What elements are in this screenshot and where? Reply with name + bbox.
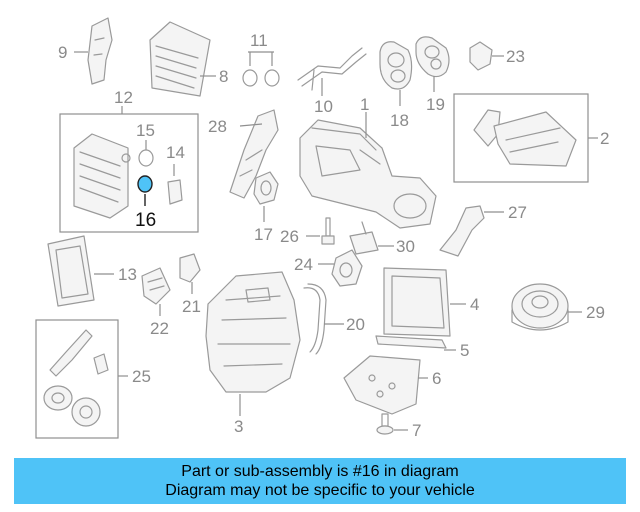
- callout-19: 19: [426, 95, 445, 114]
- part-30-clip: 30: [349, 221, 415, 256]
- part-19-gasket: 19: [415, 36, 450, 114]
- part-6-tray: 6: [343, 355, 441, 415]
- callout-3: 3: [234, 417, 243, 436]
- callout-18: 18: [390, 111, 409, 130]
- part-13-frame: 13: [47, 235, 137, 307]
- part-7-clip: 7: [376, 413, 421, 440]
- callout-11: 11: [250, 31, 268, 50]
- part-5-seal: 5: [375, 335, 469, 360]
- part-9-bracket: 9: [58, 17, 113, 85]
- part-1-housing: 1: [299, 95, 437, 229]
- callout-26: 26: [280, 227, 299, 246]
- part-17-actuator: 17: [253, 171, 279, 244]
- parts-diagram: 9 8 11 10 18 19: [35, 17, 609, 440]
- callout-16: 16: [135, 210, 156, 231]
- info-banner: Part or sub-assembly is #16 in diagram D…: [14, 458, 626, 504]
- part-4-filter: 4: [383, 267, 479, 337]
- callout-22: 22: [150, 319, 169, 338]
- callout-15: 15: [136, 121, 155, 140]
- part-8-filter: 8: [149, 21, 228, 97]
- callout-17: 17: [254, 225, 273, 244]
- part-16-oring: [137, 175, 153, 193]
- group-2-box: 2: [453, 93, 609, 183]
- callout-12: 12: [114, 88, 133, 107]
- callout-30: 30: [396, 237, 415, 256]
- callout-14: 14: [166, 143, 185, 162]
- banner-line-2: Diagram may not be specific to your vehi…: [165, 482, 475, 499]
- part-24-actuator: 24: [294, 249, 363, 287]
- part-23-bracket: 23: [469, 41, 525, 71]
- callout-27: 27: [508, 203, 527, 222]
- callout-10: 10: [314, 97, 333, 116]
- part-22-resistor: 22: [141, 267, 171, 338]
- part-3-heater-unit: 3: [205, 271, 301, 436]
- part-11-clamps: 11: [242, 31, 280, 87]
- callout-20: 20: [346, 315, 365, 334]
- callout-24: 24: [294, 255, 313, 274]
- part-29-blower: 29: [511, 283, 605, 331]
- callout-25: 25: [132, 367, 151, 386]
- callout-5: 5: [460, 341, 469, 360]
- part-20-hose: 20: [303, 283, 365, 355]
- banner-line-1: Part or sub-assembly is #16 in diagram: [181, 463, 459, 480]
- part-26-screw: 26: [280, 217, 335, 246]
- callout-2: 2: [600, 129, 609, 148]
- callout-8: 8: [219, 67, 228, 86]
- callout-9: 9: [58, 43, 67, 62]
- callout-28: 28: [208, 117, 227, 136]
- callout-29: 29: [586, 303, 605, 322]
- callout-13: 13: [118, 265, 137, 284]
- callout-21: 21: [182, 297, 201, 316]
- callout-1: 1: [360, 95, 369, 114]
- group-25-box: 25: [35, 319, 151, 439]
- callout-7: 7: [412, 421, 421, 440]
- callout-23: 23: [506, 47, 525, 66]
- part-10-pipes: 10: [297, 47, 367, 116]
- callout-4: 4: [470, 295, 479, 314]
- group-12-box: 12 15 14 16: [59, 88, 199, 233]
- callout-6: 6: [432, 369, 441, 388]
- part-18-gasket: 18: [379, 41, 413, 130]
- part-28-bracket: 28: [208, 109, 279, 199]
- part-21-sensor: 21: [179, 253, 201, 316]
- part-27-bracket: 27: [439, 203, 527, 257]
